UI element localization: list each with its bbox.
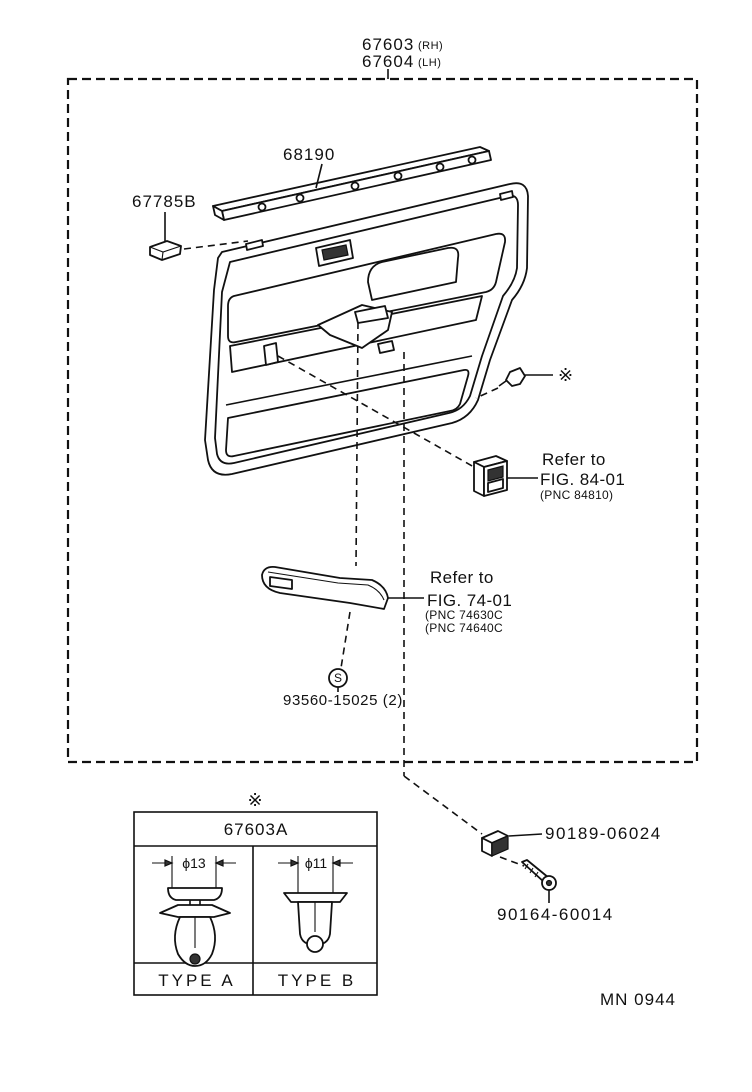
detail-mark: ※: [247, 790, 262, 810]
moulding-strip: [212, 146, 492, 221]
screw-head-center: [545, 879, 553, 887]
header-part-numbers: 67603 (RH) 67604 (LH): [362, 35, 443, 79]
type-a-arrowhead: [214, 859, 224, 867]
screw-thread: [524, 863, 529, 870]
door-trim-clip-stem: [498, 380, 507, 387]
type-a-tip: [189, 953, 201, 965]
door-clip-mark: ※: [558, 365, 573, 385]
switch-path: [277, 355, 475, 468]
pull-pocket: [367, 246, 460, 301]
moulding-end-cap: [212, 205, 225, 221]
armrest: [261, 566, 389, 610]
type-a-label: TYPE A: [158, 971, 236, 990]
switch-pnc: (PNC 84810): [540, 488, 613, 502]
switch-figure-ref: FIG. 84-01: [540, 470, 625, 489]
clip-nut: [481, 830, 509, 857]
tag-lh: (LH): [418, 57, 441, 69]
panel-clip-tab: [499, 190, 514, 201]
nut-screw-path: [499, 856, 525, 867]
top-clip-path: [183, 240, 249, 250]
tag-rh: (RH): [418, 40, 443, 52]
armrest-body: [261, 566, 389, 610]
power-window-switch: [473, 455, 508, 497]
moulding-clip-hole: [393, 171, 403, 181]
type-b-label: TYPE B: [278, 971, 356, 990]
top-clip-body: [149, 240, 182, 261]
assembly-boundary: [66, 77, 699, 764]
nut-part-number: 90189-06024: [545, 824, 662, 843]
armrest-pnc-2: (PNC 74640C: [425, 621, 503, 635]
switch-opening: [354, 305, 389, 324]
armrest-figure-ref: FIG. 74-01: [427, 591, 512, 610]
screw-thread: [534, 871, 539, 878]
type-a-arrowhead: [164, 859, 174, 867]
top-clip-edge: [161, 251, 164, 261]
armrest-screw-path: [340, 611, 351, 669]
moulding-clip-hole: [467, 155, 477, 165]
type-a-clip: ϕ13: [152, 855, 236, 967]
door-trim-clip: [498, 367, 526, 387]
top-clip: [149, 240, 182, 261]
inner-handle-opening: [321, 244, 349, 261]
lower-separator: [225, 355, 473, 406]
type-b-arrowhead: [331, 859, 341, 867]
door-clip-path: [475, 387, 499, 399]
nut-front-face: [491, 835, 509, 857]
moulding-clip-hole: [435, 162, 445, 172]
detail-border: [133, 811, 378, 996]
armrest-path: [355, 321, 359, 567]
lock-knob-opening: [377, 340, 395, 354]
screw-symbol: S: [334, 671, 342, 685]
nut-leader: [508, 833, 543, 837]
switch-button: [487, 478, 504, 493]
moulding-leader: [315, 163, 323, 189]
armrest-screw-part-number: 93560-15025 (2): [283, 692, 403, 709]
part-number-rh: 67603: [362, 35, 414, 54]
figure-code: MN 0944: [600, 990, 676, 1009]
armrest-refer-to: Refer to: [430, 568, 494, 587]
armrest-pnc-1: (PNC 74630C: [425, 608, 503, 622]
type-b-diameter: ϕ11: [305, 855, 328, 871]
lock-path: [403, 775, 483, 835]
moulding-part-number: 68190: [283, 145, 335, 164]
screw-thread: [529, 867, 534, 874]
clip-detail-table: 67603A ϕ13 TYPE A ϕ11: [133, 811, 378, 996]
part-number-lh: 67604: [362, 52, 414, 71]
panel-clip-tab: [245, 239, 264, 251]
screw-part-number: 90164-60014: [497, 905, 614, 924]
switch-button: [487, 465, 504, 482]
type-b-clip: ϕ11: [278, 855, 353, 953]
type-b-head: [283, 892, 348, 903]
type-b-arrowhead: [290, 859, 300, 867]
switch-side-face: [473, 461, 485, 497]
detail-title: 67603A: [224, 820, 289, 839]
type-b-tip: [306, 935, 324, 953]
small-switch-hole: [263, 342, 279, 366]
door-trim-clip-body: [505, 367, 526, 387]
tapping-screw: [521, 859, 557, 891]
moulding-clip-hole: [350, 181, 360, 191]
moulding-clip-hole: [257, 202, 267, 212]
switch-refer-to: Refer to: [542, 450, 606, 469]
type-a-flange: [159, 904, 231, 918]
top-clip-part-number: 67785B: [132, 192, 197, 211]
type-a-head: [167, 887, 223, 901]
type-a-diameter: ϕ13: [182, 855, 206, 871]
lower-pocket: [225, 368, 470, 458]
door-trim-panel: [204, 182, 529, 476]
armrest-top-line: [267, 571, 385, 601]
moulding-clip-hole: [295, 193, 305, 203]
armrest-grip: [269, 576, 293, 590]
